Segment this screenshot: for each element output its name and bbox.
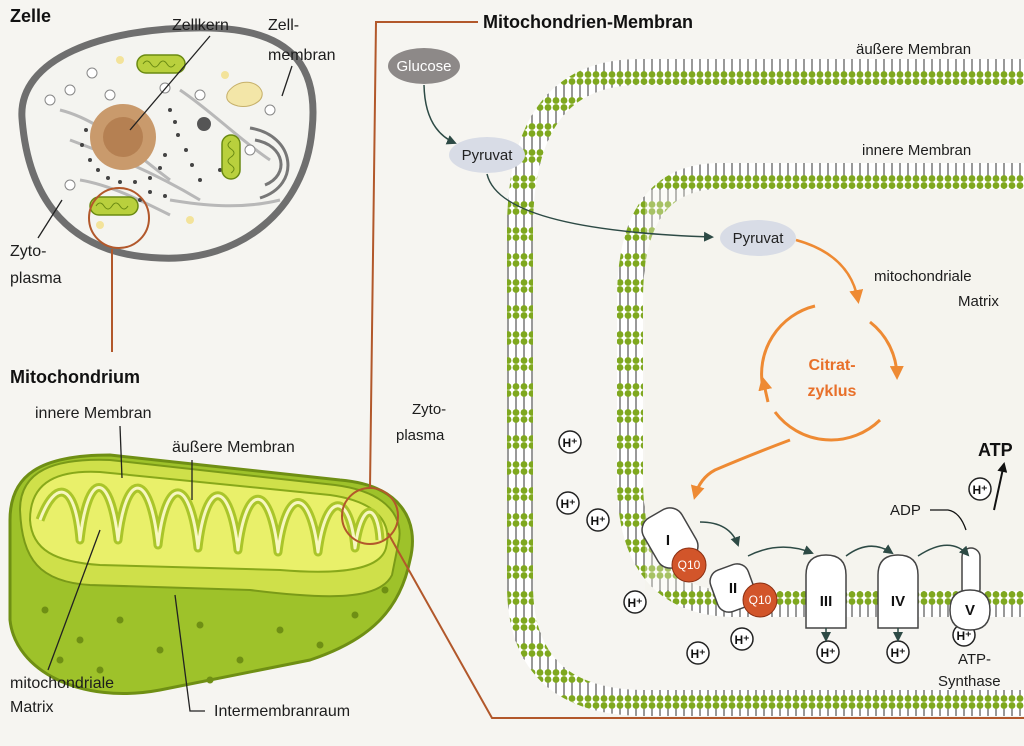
svg-text:H⁺: H⁺ (561, 497, 576, 511)
atp-label: ATP (978, 440, 1013, 460)
mito-matrix-label-line2: Matrix (10, 699, 54, 716)
proton-icon: H⁺ (686, 641, 710, 665)
mito-matrix-leader (47, 529, 101, 671)
pyruvate-transport-arrow (486, 173, 714, 242)
cell-membrane-label-line2: membran (268, 47, 336, 64)
proton-icon: H⁺ (968, 477, 992, 501)
complex-V-atp-synthase: V (949, 547, 991, 631)
panel-connector-bottom (387, 532, 1024, 719)
intermembrane-protons: H⁺ H⁺ H⁺ H⁺ H⁺ H⁺ H⁺ H⁺ H⁺ (556, 430, 976, 665)
proton-icon: H⁺ (886, 640, 910, 664)
cell-membrane-label-line1: Zell- (268, 17, 299, 34)
panel-connector-top (369, 21, 478, 489)
mito-inner-membrane-label: innere Membran (35, 405, 152, 422)
complex-III: III (805, 554, 847, 629)
inner-membrane-label: innere Membran (862, 142, 971, 159)
intermembrane-label: Intermembranraum (214, 703, 350, 720)
electron-arrow-2 (747, 545, 814, 557)
outer-membrane-label: äußere Membran (856, 41, 971, 58)
q10-carrier-1: Q10 (671, 547, 707, 583)
electron-arrow-1 (699, 521, 741, 547)
cell-mitochondria (89, 54, 241, 216)
cell-cytoplasm-label-line1: Zyto- (10, 243, 46, 260)
svg-text:Q10: Q10 (749, 593, 772, 607)
matrix-label-line2: Matrix (958, 293, 999, 310)
svg-text:H⁺: H⁺ (591, 514, 606, 528)
nucleus-leader (129, 35, 211, 131)
svg-text:II: II (729, 580, 737, 597)
inner-membrane (617, 163, 1024, 617)
svg-text:H⁺: H⁺ (821, 646, 836, 660)
citric-cycle-label-line2: zyklus (808, 383, 857, 400)
cycle-to-chain-arrow (690, 438, 791, 500)
outer-membrane (507, 59, 1024, 716)
intermembrane-leader (174, 594, 205, 712)
proton-icon: H⁺ (556, 491, 580, 515)
electron-arrow-4 (917, 544, 970, 557)
glucose-arrow (423, 84, 457, 145)
proton-icon: H⁺ (730, 627, 754, 651)
svg-text:H⁺: H⁺ (957, 629, 972, 643)
svg-text:V: V (965, 602, 975, 619)
membrane-panel-title: Mitochondrien-Membran (483, 12, 693, 32)
svg-text:IV: IV (891, 593, 905, 610)
svg-text:Q10: Q10 (678, 558, 701, 572)
cell-cytoplasm-label-line2: plasma (10, 270, 62, 287)
cell-cytoplasm-leader (37, 199, 63, 239)
panel-cytoplasm-label-line2: plasma (396, 427, 445, 444)
svg-text:H⁺: H⁺ (891, 646, 906, 660)
svg-text:H⁺: H⁺ (628, 596, 643, 610)
citric-cycle-label-line1: Citrat- (808, 357, 855, 374)
proton-icon: H⁺ (623, 590, 647, 614)
pyruvate-cytoplasm-label: Pyruvat (462, 147, 514, 164)
nucleus-label: Zellkern (172, 17, 229, 34)
electron-arrow-3 (845, 544, 894, 557)
mito-inner-membrane-leader (119, 425, 123, 479)
svg-text:H⁺: H⁺ (735, 633, 750, 647)
cell-title: Zelle (10, 6, 51, 26)
glucose-label: Glucose (396, 58, 451, 75)
pyruvate-to-cycle-arrow (795, 238, 864, 304)
mito-matrix-label-line1: mitochondriale (10, 675, 114, 692)
mitochondrion-title: Mitochondrium (10, 367, 140, 387)
q10-carrier-2: Q10 (742, 582, 778, 618)
svg-text:H⁺: H⁺ (563, 436, 578, 450)
matrix-area (645, 190, 1024, 590)
atp-arrow (993, 462, 1008, 511)
proton-icon: H⁺ (558, 430, 582, 454)
svg-text:H⁺: H⁺ (973, 483, 988, 497)
proton-icon: H⁺ (586, 508, 610, 532)
atp-synthase-label-line2: Synthase (938, 673, 1001, 690)
citric-acid-cycle (758, 304, 904, 442)
cell-zoom-circle (88, 187, 150, 249)
svg-text:I: I (666, 532, 670, 549)
mitochondrion-illustration (8, 453, 414, 695)
adp-leader (930, 509, 967, 531)
adp-label: ADP (890, 502, 921, 519)
svg-text:H⁺: H⁺ (691, 647, 706, 661)
panel-cytoplasm-label-line1: Zyto- (412, 401, 446, 418)
pyruvate-matrix-bubble (720, 220, 796, 256)
pyruvate-matrix-label: Pyruvat (733, 230, 785, 247)
matrix-label-line1: mitochondriale (874, 268, 972, 285)
complex-IV: IV (877, 554, 919, 629)
cell-illustration (18, 24, 317, 352)
atp-synthase-label-line1: ATP- (958, 651, 991, 668)
glucose-bubble (388, 48, 460, 84)
proton-icon: H⁺ (816, 640, 840, 664)
cell-membrane-leader (281, 65, 293, 97)
pyruvate-cytoplasm-bubble (449, 137, 525, 173)
svg-text:III: III (820, 593, 833, 610)
mito-outer-membrane-label: äußere Membran (172, 439, 295, 456)
